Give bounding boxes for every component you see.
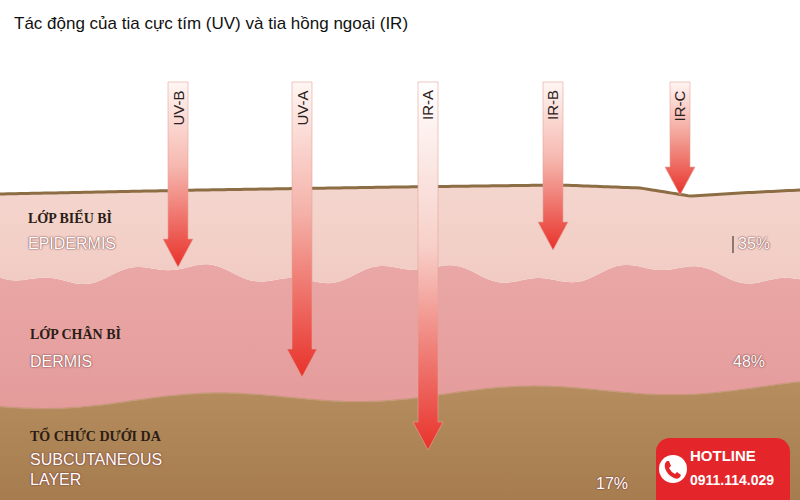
layer-name-en: DERMIS bbox=[30, 352, 92, 372]
ray-label: UV-A bbox=[293, 90, 311, 125]
layer-shape bbox=[0, 264, 800, 409]
text-cursor-mark bbox=[732, 236, 734, 253]
layer-name: LỚP CHÂN BÌ bbox=[30, 326, 121, 343]
percentage: 17% bbox=[596, 474, 628, 494]
ray-arrow-shape bbox=[413, 82, 443, 450]
layer-name-en: EPIDERMIS bbox=[28, 234, 116, 254]
ray-label: UV-B bbox=[169, 90, 187, 125]
ray-arrow: IR-A bbox=[413, 82, 443, 450]
ray-label: IR-C bbox=[671, 90, 689, 121]
layer-name-en: SUBCUTANEOUS LAYER bbox=[30, 450, 190, 490]
arrow-shape bbox=[538, 82, 568, 250]
arrow-shape bbox=[163, 82, 193, 267]
hotline-box: HOTLINE 0911.114.029 bbox=[656, 438, 790, 500]
layer-boundary bbox=[0, 382, 800, 409]
ray-arrow: IR-C bbox=[665, 82, 695, 195]
arrow-shape bbox=[413, 82, 443, 450]
phone-icon-circle bbox=[659, 455, 687, 483]
percentage: 35% bbox=[738, 234, 770, 254]
percentage: 48% bbox=[733, 352, 765, 372]
ray-arrow-shape bbox=[287, 82, 317, 377]
phone-icon bbox=[659, 455, 687, 483]
ray-arrow: UV-A bbox=[287, 82, 317, 377]
ray-arrow: UV-B bbox=[163, 82, 193, 267]
phone-handset bbox=[665, 461, 681, 479]
ray-label: IR-B bbox=[544, 90, 562, 120]
layer-shape bbox=[0, 382, 800, 500]
layer-name: LỚP BIỂU BÌ bbox=[28, 210, 112, 227]
hotline-background bbox=[656, 438, 790, 500]
ray-arrow: IR-B bbox=[538, 82, 568, 250]
ray-label: IR-A bbox=[419, 90, 437, 120]
phone-number: 0911.114.029 bbox=[690, 472, 774, 489]
layer-shape bbox=[0, 185, 800, 284]
hotline-label: HOTLINE bbox=[690, 447, 756, 465]
layer-name: TỔ CHỨC DƯỚI DA bbox=[30, 428, 161, 445]
arrow-shape bbox=[287, 82, 317, 377]
arrow-shape bbox=[665, 82, 695, 195]
diagram-title: Tác động của tia cực tím (UV) và tia hồn… bbox=[14, 14, 408, 34]
